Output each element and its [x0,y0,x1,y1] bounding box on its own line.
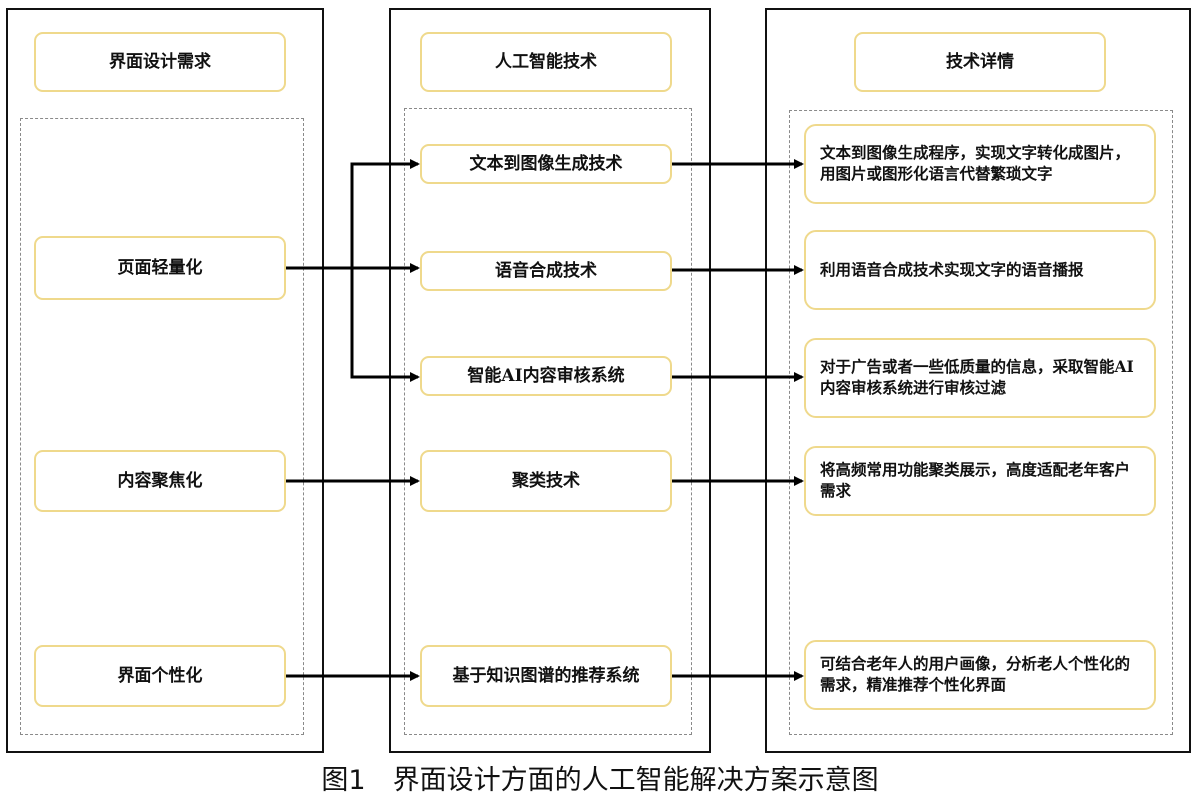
requirement-content-focus: 内容聚焦化 [34,450,286,512]
detail-text-to-image: 文本到图像生成程序，实现文字转化成图片，用图片或图形化语言代替繁琐文字 [804,124,1156,204]
figure-caption: 图1 界面设计方面的人工智能解决方案示意图 [321,765,879,796]
requirements-column [6,8,324,753]
arrow-lightweight-to-moderation [350,268,420,382]
detail-knowledge-graph-recommendation: 可结合老年人的用户画像，分析老人个性化的需求，精准推荐个性化界面 [804,640,1156,710]
requirement-ui-personalization: 界面个性化 [34,645,286,707]
requirement-page-lightweight: 页面轻量化 [34,236,286,300]
requirements-group [20,118,304,735]
tech-knowledge-graph-recommendation: 基于知识图谱的推荐系统 [420,645,672,707]
details-group [789,110,1173,735]
detail-speech-synthesis: 利用语音合成技术实现文字的语音播报 [804,230,1156,310]
detail-clustering: 将高频常用功能聚类展示，高度适配老年客户需求 [804,446,1156,516]
tech-speech-synthesis: 语音合成技术 [420,251,672,291]
arrow-lightweight-to-text-image [350,159,420,268]
details-header: 技术详情 [854,32,1106,92]
requirements-header: 界面设计需求 [34,32,286,92]
tech-text-to-image: 文本到图像生成技术 [420,144,672,184]
tech-ai-content-moderation: 智能AI内容审核系统 [420,356,672,396]
tech-clustering: 聚类技术 [420,450,672,512]
ai-technology-header: 人工智能技术 [420,32,672,92]
technologies-group [404,108,692,735]
detail-ai-content-moderation: 对于广告或者一些低质量的信息，采取智能AI内容审核系统进行审核过滤 [804,338,1156,418]
